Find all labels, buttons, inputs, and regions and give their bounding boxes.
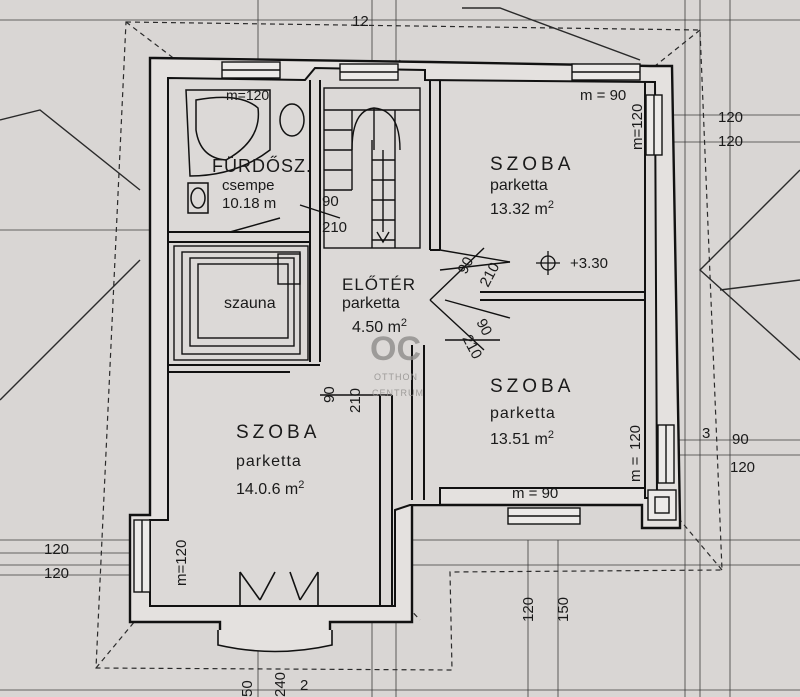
dim-e-120: 120 bbox=[730, 459, 755, 476]
dim-ne-m120: m=120 bbox=[629, 104, 646, 150]
interior-walls bbox=[168, 80, 646, 606]
dim-bottom-150: 150 bbox=[555, 597, 572, 622]
room-ne-name: SZOBA bbox=[490, 154, 574, 175]
dim-e-window-120: 120 bbox=[627, 425, 644, 450]
hall-floor: parketta bbox=[342, 295, 400, 312]
doors bbox=[299, 204, 511, 396]
room-sw-area: 14.0.6 m2 bbox=[236, 479, 304, 498]
room-e-floor: parketta bbox=[490, 405, 556, 422]
room-e-area: 13.51 m2 bbox=[490, 429, 554, 448]
dim-bottom-50: 50 bbox=[239, 680, 256, 697]
room-ne-level: +3.30 bbox=[570, 255, 608, 272]
dim-door-sw-210: 210 bbox=[347, 388, 364, 413]
dim-e-window-m: m = bbox=[627, 456, 644, 482]
neighbour-roofs bbox=[0, 7, 800, 401]
dim-top-12: 12 bbox=[352, 13, 369, 30]
dim-e-90: 90 bbox=[732, 431, 749, 448]
dim-w-120b: 120 bbox=[44, 565, 69, 582]
watermark-line1: OTTHON bbox=[374, 372, 418, 382]
room-sw-floor: parketta bbox=[236, 453, 302, 470]
inner-outline bbox=[149, 66, 659, 607]
dim-door-e-90: 90 bbox=[472, 316, 495, 339]
watermark: OC OTTHON CENTRUM bbox=[370, 330, 424, 398]
dim-bottom-40: 240 bbox=[272, 672, 289, 697]
sauna-name: szauna bbox=[224, 295, 276, 312]
dim-door-bath-90: 90 bbox=[322, 193, 339, 210]
bathroom-floor: csempe bbox=[222, 177, 275, 194]
dim-w-120a: 120 bbox=[44, 541, 69, 558]
dim-door-bath-210: 210 bbox=[322, 219, 347, 236]
room-sw-name: SZOBA bbox=[236, 422, 320, 443]
dim-bottom-2: 2 bbox=[300, 677, 308, 694]
dim-w-m120: m=120 bbox=[173, 540, 190, 586]
windows bbox=[133, 61, 677, 593]
dim-door-sw-90: 90 bbox=[321, 386, 338, 403]
watermark-line2: CENTRUM bbox=[372, 388, 424, 398]
bathroom-name: FÜRDŐSZ. bbox=[212, 155, 312, 176]
hall-area: 4.50 m2 bbox=[352, 317, 407, 336]
dim-e-3: 3 bbox=[702, 425, 710, 442]
room-ne-area: 13.32 m2 bbox=[490, 199, 554, 218]
dim-s-m90: m = 90 bbox=[512, 485, 558, 502]
bay-window bbox=[217, 571, 333, 653]
level-marker-icon bbox=[536, 251, 560, 275]
bathroom-mirror: m=120 bbox=[226, 87, 269, 103]
dim-bottom-120: 120 bbox=[520, 597, 537, 622]
dim-right-120a: 120 bbox=[718, 109, 743, 126]
dim-ne-m90: m = 90 bbox=[580, 87, 626, 104]
watermark-logo: OC bbox=[370, 330, 421, 368]
bath-fixtures bbox=[185, 89, 305, 233]
sauna-bench bbox=[173, 245, 309, 361]
hall-name: ELŐTÉR bbox=[342, 275, 416, 294]
dim-door-ne-90: 90 bbox=[455, 254, 478, 277]
bathroom-area: 10.18 m bbox=[222, 195, 276, 212]
stairs bbox=[323, 87, 421, 249]
dim-right-120b: 120 bbox=[718, 133, 743, 150]
room-e-name: SZOBA bbox=[490, 376, 574, 397]
room-ne-floor: parketta bbox=[490, 177, 548, 194]
